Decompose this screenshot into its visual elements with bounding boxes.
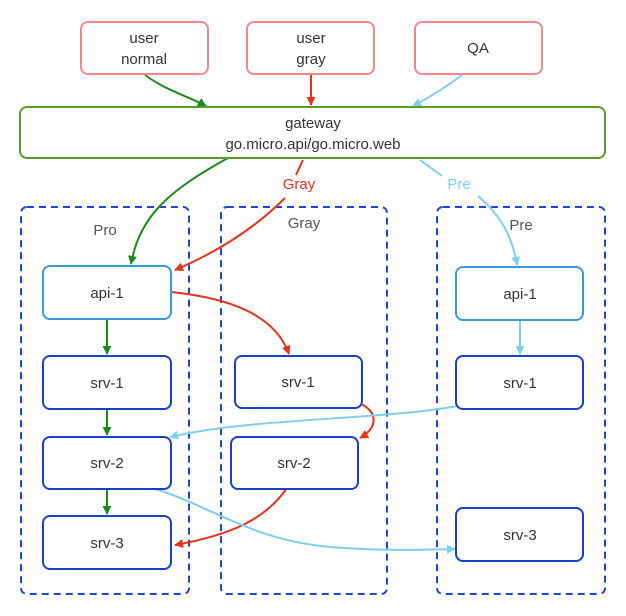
gray-srv2-box (230, 436, 359, 490)
pre-srv3-label: srv-3 (503, 527, 536, 544)
gray-srv1-node: srv-1 (234, 355, 363, 409)
pre-srv3-node: srv-3 (455, 507, 584, 562)
cluster-gray: Gray (220, 206, 388, 595)
source-user-gray-box (246, 21, 375, 75)
cluster-pro-border (20, 206, 190, 595)
gray-srv2-node: srv-2 (230, 436, 359, 490)
source-qa: QA (414, 21, 543, 75)
cluster-pre-label: Pre (509, 217, 532, 234)
source-user-normal-line2: normal (121, 51, 167, 68)
pro-srv3-box (42, 515, 172, 570)
source-user-gray-line1: user (296, 30, 325, 47)
pro-srv3-label: srv-3 (90, 535, 123, 552)
edge-user-normal-to-gateway (144, 74, 207, 107)
source-user-gray: user gray (246, 21, 375, 75)
source-qa-label: QA (467, 40, 489, 57)
cluster-gray-border (220, 206, 388, 595)
route-label-gray: Gray (283, 176, 316, 193)
edge-gray-srv2-to-pro-srv3 (174, 487, 288, 548)
pre-api-label: api-1 (503, 286, 536, 303)
cluster-pre: Pre (436, 206, 606, 595)
edge-gateway-to-pro-api (128, 157, 229, 265)
pre-api-box (455, 266, 584, 321)
pro-api-node: api-1 (42, 265, 172, 320)
source-user-normal-line1: user (129, 30, 158, 47)
gateway-box (19, 106, 606, 159)
pro-srv2-box (42, 436, 172, 490)
route-label-pre: Pre (447, 176, 470, 193)
pro-api-label: api-1 (90, 285, 123, 302)
cluster-pre-border (436, 206, 606, 595)
edge-pro-api-to-gray-srv1 (170, 291, 291, 355)
gateway-title: gateway (285, 115, 341, 132)
edge-gray-srv1-to-srv2 (359, 403, 375, 439)
gray-srv1-label: srv-1 (281, 374, 314, 391)
edge-gateway-to-pre-api (477, 195, 521, 266)
pro-srv2-node: srv-2 (42, 436, 172, 490)
pre-srv1-box (455, 355, 584, 410)
pre-srv1-node: srv-1 (455, 355, 584, 410)
pre-api-node: api-1 (455, 266, 584, 321)
pre-srv3-box (455, 507, 584, 562)
cluster-pro: Pro (20, 206, 190, 595)
gray-srv1-box (234, 355, 363, 409)
gray-srv2-label: srv-2 (277, 455, 310, 472)
pro-srv2-label: srv-2 (90, 455, 123, 472)
edge-pro-srv2-to-pre-srv3 (151, 487, 456, 554)
pro-srv3-node: srv-3 (42, 515, 172, 570)
edge-qa-to-gateway (412, 74, 463, 107)
source-user-normal-box (80, 21, 209, 75)
edge-pre-srv1-to-pro-srv2 (169, 405, 459, 440)
edge-gateway-to-pre-lead (419, 159, 443, 177)
pro-srv1-label: srv-1 (90, 375, 123, 392)
pre-srv1-label: srv-1 (503, 375, 536, 392)
cluster-gray-label: Gray (288, 215, 321, 232)
source-user-gray-line2: gray (296, 51, 326, 68)
source-qa-box (414, 21, 543, 75)
cluster-pro-label: Pro (93, 222, 116, 239)
pro-srv1-node: srv-1 (42, 355, 172, 410)
edge-gateway-to-gateway-gray-lead (295, 159, 304, 176)
gateway-subtitle: go.micro.api/go.micro.web (225, 136, 400, 153)
pro-srv1-box (42, 355, 172, 410)
edge-gateway-to-gray-api (174, 197, 286, 271)
source-user-normal: user normal (80, 21, 209, 75)
edges (102, 74, 525, 554)
gateway-node: gateway go.micro.api/go.micro.web (19, 106, 606, 159)
pro-api-box (42, 265, 172, 320)
